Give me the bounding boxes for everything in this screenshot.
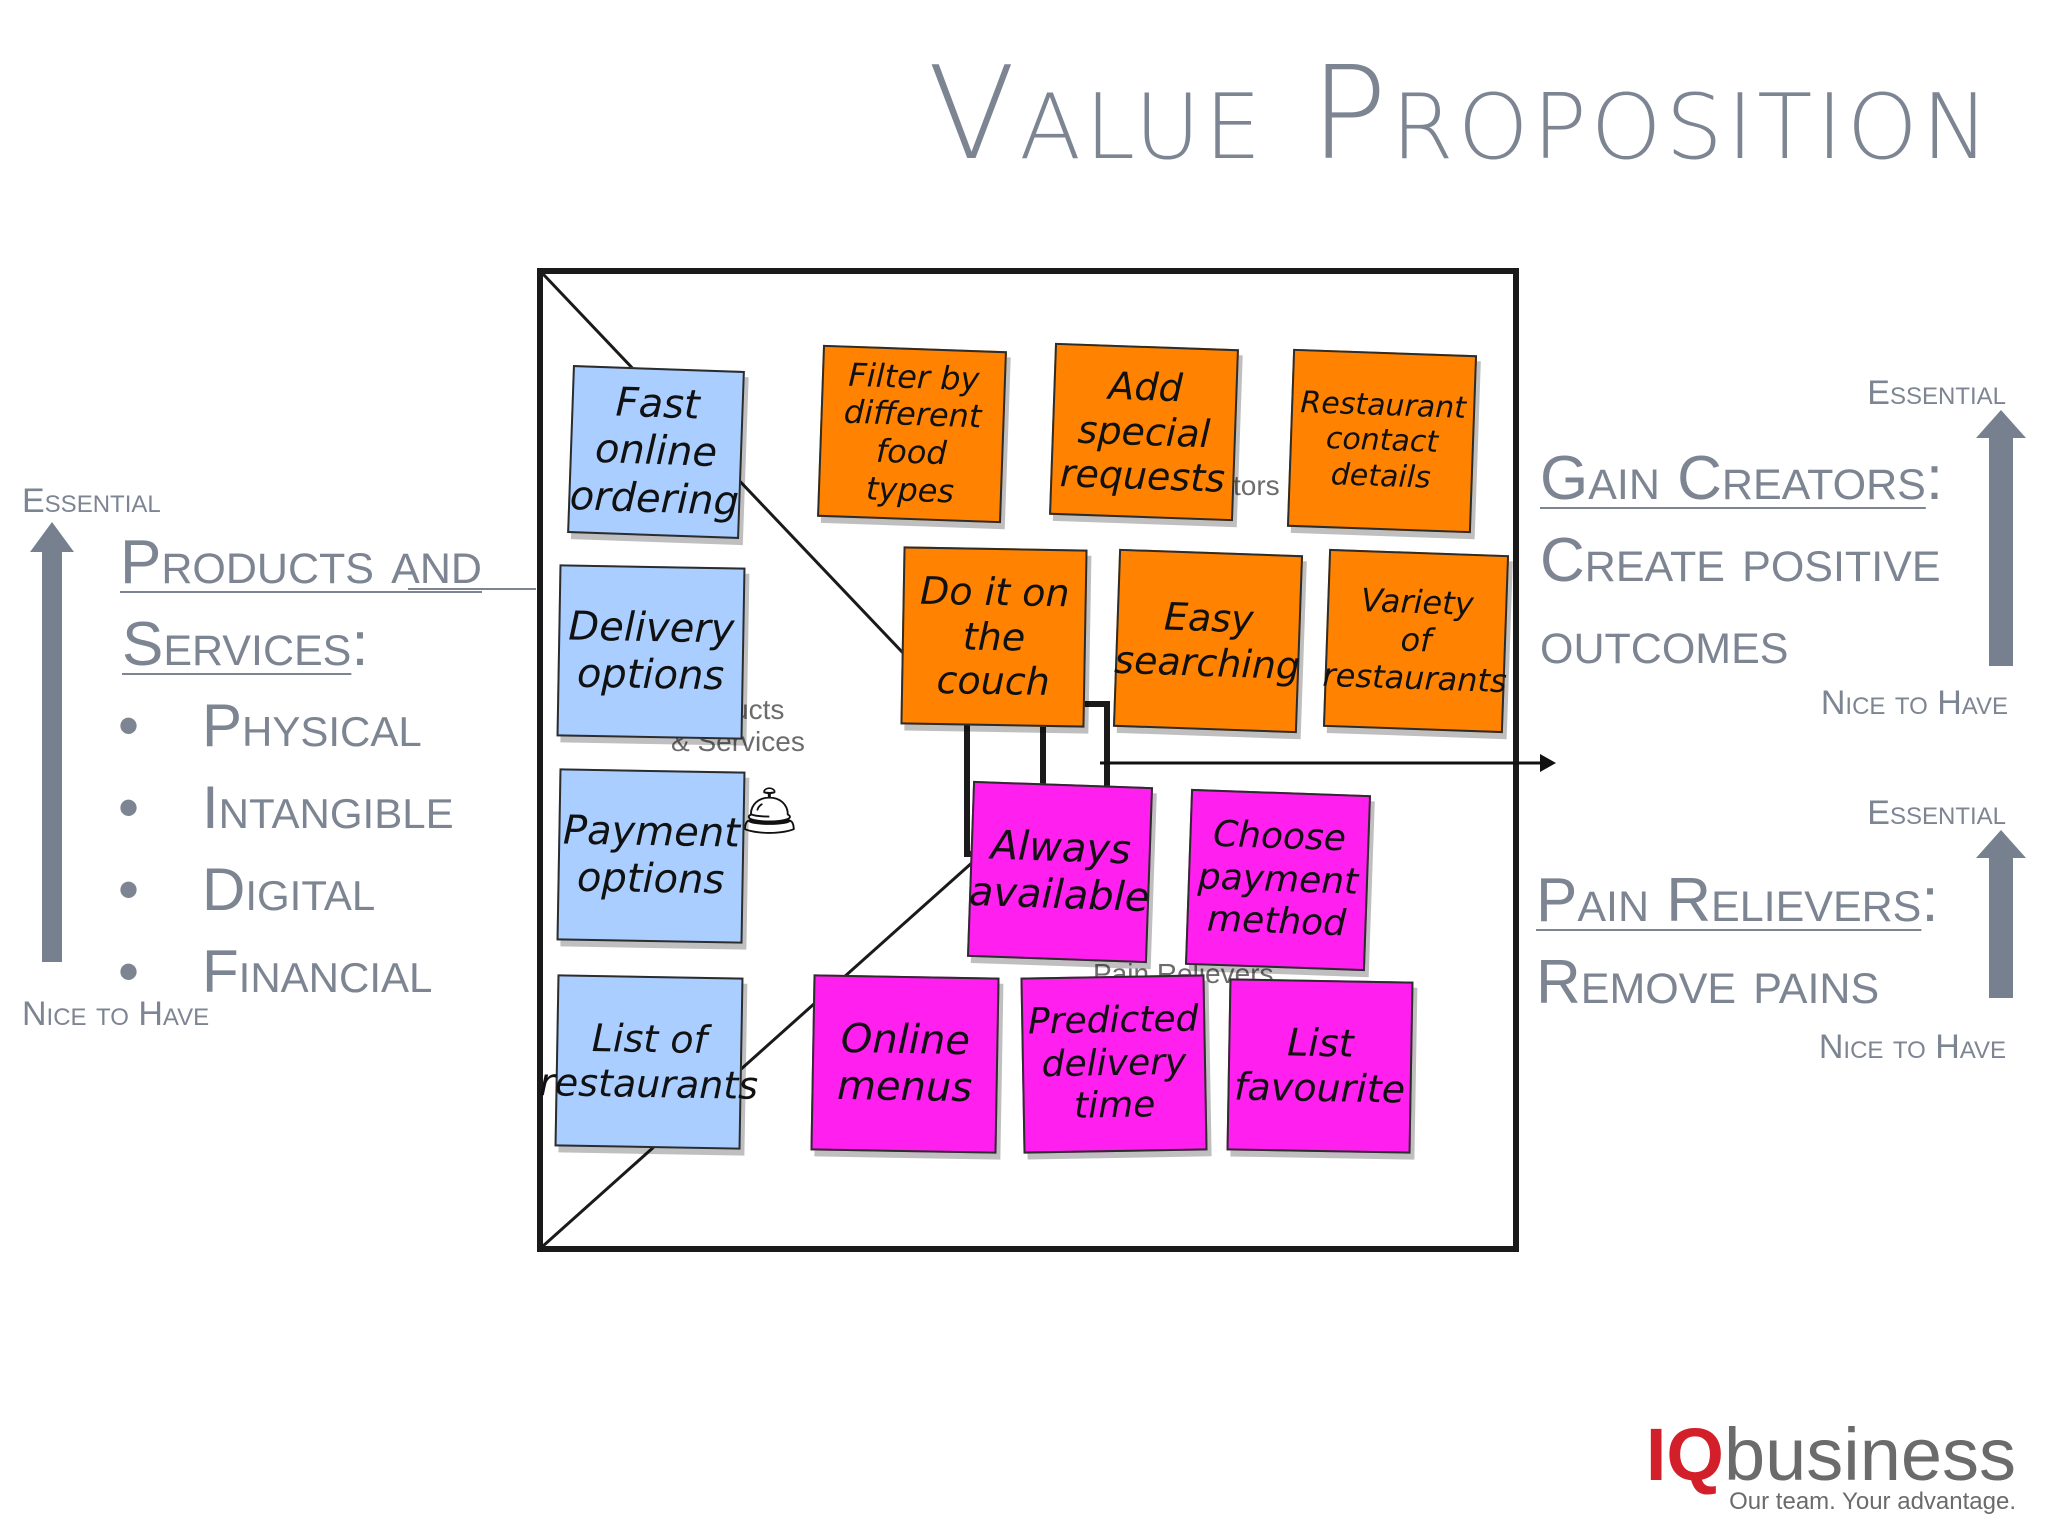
- bullet-item: •Digital: [118, 856, 376, 923]
- gain-nice-to-have-label: Nice to Have: [1820, 684, 2008, 722]
- logo-business: business: [1723, 1413, 2016, 1496]
- pain-priority-arrow-icon: [1976, 830, 2026, 998]
- gain-creators-line3: outcomes: [1540, 608, 1789, 677]
- note-fast-online-ordering[interactable]: Fast online ordering: [567, 365, 745, 539]
- note-do-it-on-the-couch[interactable]: Do it on the couch: [900, 546, 1088, 728]
- products-services-heading-line2: Services:: [122, 610, 369, 679]
- products-services-heading-line1: Products and: [120, 528, 482, 597]
- service-bell-icon: 🛎: [739, 785, 800, 838]
- left-essential-label: Essential: [22, 482, 161, 520]
- note-payment-options[interactable]: Payment options: [556, 768, 746, 944]
- left-nice-to-have-label: Nice to Have: [22, 995, 210, 1033]
- note-list-favourite[interactable]: List favourite: [1226, 978, 1414, 1154]
- note-list-of-restaurants[interactable]: List of restaurants: [539, 974, 758, 1150]
- pain-nice-to-have-label: Nice to Have: [1818, 1028, 2006, 1066]
- note-always-available[interactable]: Always available: [966, 780, 1154, 964]
- left-priority-arrow-icon: [30, 522, 74, 962]
- iqbusiness-logo: IQbusiness Our team. Your advantage.: [1646, 1418, 2016, 1516]
- logo-iq: IQ: [1645, 1413, 1724, 1496]
- gain-priority-arrow-icon: [1976, 410, 2026, 666]
- note-restaurant-contact-details[interactable]: Restaurant contact details: [1286, 348, 1478, 534]
- pain-relievers-line2: Remove pains: [1536, 948, 1880, 1017]
- note-delivery-options[interactable]: Delivery options: [556, 564, 746, 740]
- bullet-item: •Intangible: [118, 774, 454, 841]
- logo-tagline: Our team. Your advantage.: [1729, 1488, 2016, 1515]
- note-variety-of-restaurants[interactable]: Variety of restaurants: [1322, 548, 1510, 734]
- pain-essential-label: Essential: [1867, 794, 2006, 832]
- connector-arrow-icon: [1100, 754, 1556, 772]
- bullet-item: •Physical: [118, 692, 422, 759]
- note-easy-searching[interactable]: Easy searching: [1112, 548, 1304, 734]
- note-predicted-delivery-time[interactable]: Predicted delivery time: [1020, 974, 1208, 1154]
- gain-essential-label: Essential: [1867, 374, 2006, 412]
- note-add-special-requests[interactable]: Add special requests: [1049, 342, 1239, 522]
- note-online-menus[interactable]: Online menus: [810, 974, 1000, 1154]
- bullet-item: •Financial: [118, 938, 433, 1005]
- pain-relievers-heading: Pain Relievers:: [1536, 866, 1939, 935]
- bg-label-gain-creators: tors: [1233, 470, 1280, 501]
- note-choose-payment-method[interactable]: Choose payment method: [1184, 788, 1372, 972]
- gain-creators-line2: Create positive: [1540, 526, 1941, 595]
- products-heading-underline-extension: [408, 588, 536, 590]
- note-filter-food-types[interactable]: Filter by different food types: [817, 344, 1007, 524]
- page-title: Value Proposition: [927, 40, 1993, 189]
- gain-creators-heading: Gain Creators:: [1540, 444, 1944, 513]
